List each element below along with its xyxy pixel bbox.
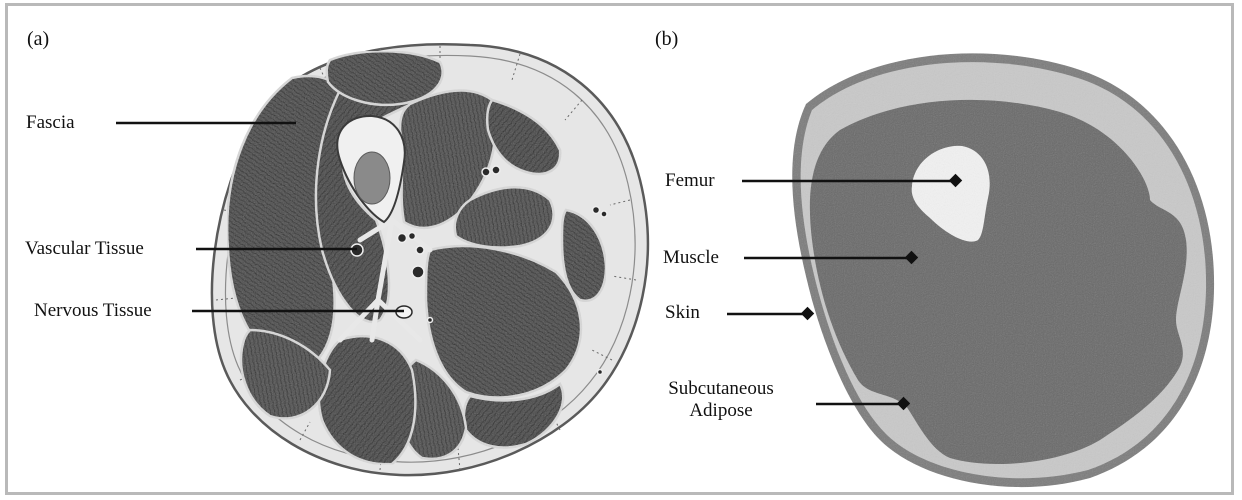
panel-b-tag: (b)	[655, 28, 678, 51]
label-femur: Femur	[665, 170, 715, 192]
label-adipose-line1: Subcutaneous	[666, 378, 776, 400]
label-subcutaneous-adipose: Subcutaneous Adipose	[666, 378, 776, 422]
marker-skin	[803, 309, 813, 319]
label-muscle: Muscle	[663, 247, 719, 269]
panel-b-model	[792, 53, 1214, 487]
label-nervous-tissue: Nervous Tissue	[34, 300, 152, 322]
label-skin: Skin	[665, 302, 700, 324]
panel-a-cross-section	[212, 44, 648, 475]
label-vascular-tissue: Vascular Tissue	[25, 238, 144, 260]
panel-a-tag: (a)	[27, 28, 49, 51]
label-adipose-line2: Adipose	[666, 400, 776, 422]
label-fascia: Fascia	[26, 112, 75, 134]
